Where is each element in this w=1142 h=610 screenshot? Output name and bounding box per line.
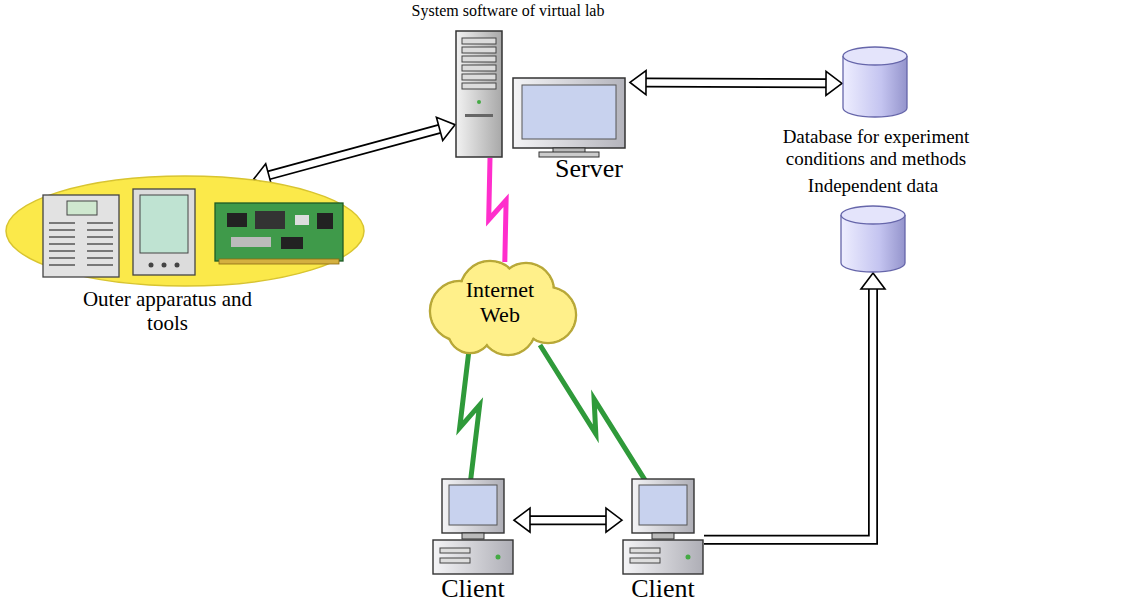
text-slot: Database for experiment conditions and m… bbox=[776, 126, 976, 170]
client-label: Client bbox=[603, 574, 723, 604]
text-slot: Server bbox=[539, 154, 639, 184]
data-flow-arrow bbox=[704, 273, 885, 540]
data-flow-arrow bbox=[630, 71, 842, 96]
text-slot: Independent data bbox=[778, 175, 968, 197]
server-label: Server bbox=[539, 154, 639, 184]
cloud-label: Internet Web bbox=[455, 277, 545, 328]
system-caption: System software of virtual lab bbox=[373, 2, 643, 20]
client-computer bbox=[432, 478, 514, 576]
apparatus-group: Outer apparatus and tools bbox=[5, 175, 365, 287]
database-icon bbox=[842, 46, 908, 118]
wireless-link bbox=[460, 345, 480, 488]
wireless-link bbox=[489, 158, 506, 262]
text-slot: Internet Web bbox=[455, 277, 545, 328]
wireless-link bbox=[540, 345, 650, 488]
client-computer: Client bbox=[622, 478, 704, 576]
text-slot: Client bbox=[413, 574, 533, 604]
database-icon bbox=[840, 205, 906, 273]
server-icon: System software of virtual labServer bbox=[455, 30, 630, 158]
internet-cloud: Internet Web bbox=[420, 255, 580, 355]
server-icon bbox=[455, 30, 630, 158]
data-flow-arrow bbox=[253, 117, 455, 187]
apparatus-group bbox=[5, 175, 365, 287]
client-label: Client bbox=[413, 574, 533, 604]
client-computer bbox=[622, 478, 704, 576]
text-slot: Outer apparatus and tools bbox=[60, 287, 275, 335]
data-label: Independent data bbox=[778, 175, 968, 197]
text-slot: Client bbox=[603, 574, 723, 604]
data-flow-arrow bbox=[514, 508, 622, 532]
database-icon: Independent data bbox=[840, 205, 906, 273]
apparatus-label: Outer apparatus and tools bbox=[60, 287, 275, 335]
text-slot: System software of virtual lab bbox=[373, 2, 643, 20]
client-computer: Client bbox=[432, 478, 514, 576]
database-label: Database for experiment conditions and m… bbox=[776, 126, 976, 170]
database-icon: Database for experiment conditions and m… bbox=[842, 46, 908, 118]
